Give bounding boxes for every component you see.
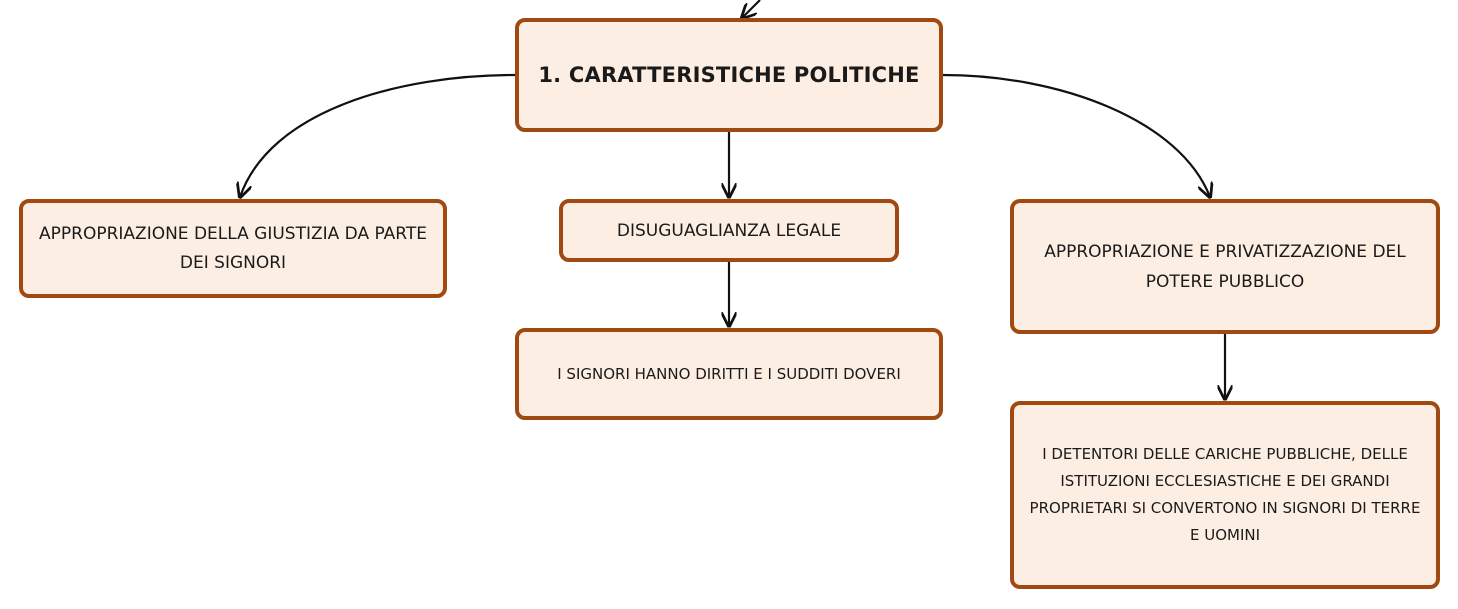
root-topic-label: 1. CARATTERISTICHE POLITICHE <box>538 63 920 87</box>
left-topic-node[interactable]: APPROPRIAZIONE DELLA GIUSTIZIA DA PARTE … <box>19 199 447 298</box>
root-topic-node[interactable]: 1. CARATTERISTICHE POLITICHE <box>515 18 943 132</box>
middle-topic-label: DISUGUAGLIANZA LEGALE <box>616 220 842 241</box>
middle-topic-node[interactable]: DISUGUAGLIANZA LEGALE <box>559 199 899 262</box>
connector-root-to-left <box>240 73 516 197</box>
incoming-connector <box>742 0 761 18</box>
connector-root-to-right <box>942 73 1210 197</box>
middle-subtopic-node[interactable]: I SIGNORI HANNO DIRITTI E I SUDDITI DOVE… <box>515 328 943 420</box>
middle-subtopic-label: I SIGNORI HANNO DIRITTI E I SUDDITI DOVE… <box>557 364 901 383</box>
right-topic-label: APPROPRIAZIONE E PRIVATIZZAZIONE DEL POT… <box>1044 241 1406 292</box>
right-topic-node[interactable]: APPROPRIAZIONE E PRIVATIZZAZIONE DEL POT… <box>1010 199 1440 334</box>
left-topic-label: APPROPRIAZIONE DELLA GIUSTIZIA DA PARTE … <box>39 223 427 273</box>
right-subtopic-label: I DETENTORI DELLE CARICHE PUBBLICHE, DEL… <box>1029 445 1421 544</box>
right-subtopic-node[interactable]: I DETENTORI DELLE CARICHE PUBBLICHE, DEL… <box>1010 401 1440 589</box>
